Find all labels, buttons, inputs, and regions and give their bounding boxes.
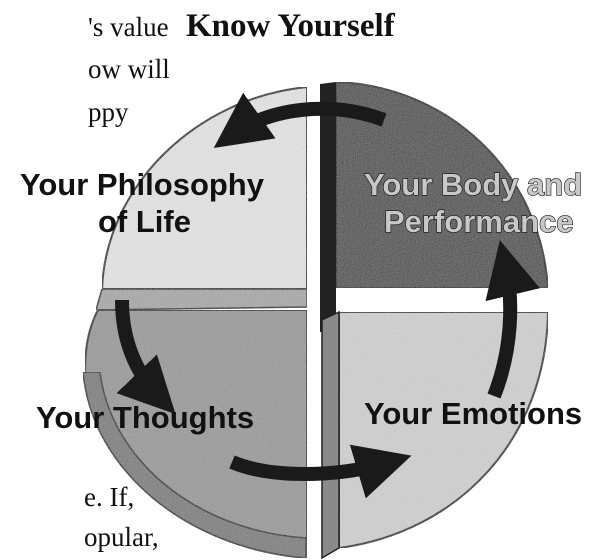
- quadrant-emotions-edge: [322, 312, 339, 558]
- label-philosophy-line1: Your Philosophy: [20, 167, 265, 202]
- quadrant-body-edge: [320, 82, 336, 332]
- label-thoughts: Your Thoughts: [36, 400, 254, 435]
- label-philosophy-line2: of Life: [98, 204, 191, 239]
- label-emotions: Your Emotions: [364, 396, 582, 431]
- arrow-thoughts-to-emotions: [232, 462, 390, 474]
- quadrant-emotions: [322, 312, 548, 558]
- label-body-line1: Your Body and: [364, 167, 582, 202]
- label-body-line2: Performance: [384, 204, 574, 239]
